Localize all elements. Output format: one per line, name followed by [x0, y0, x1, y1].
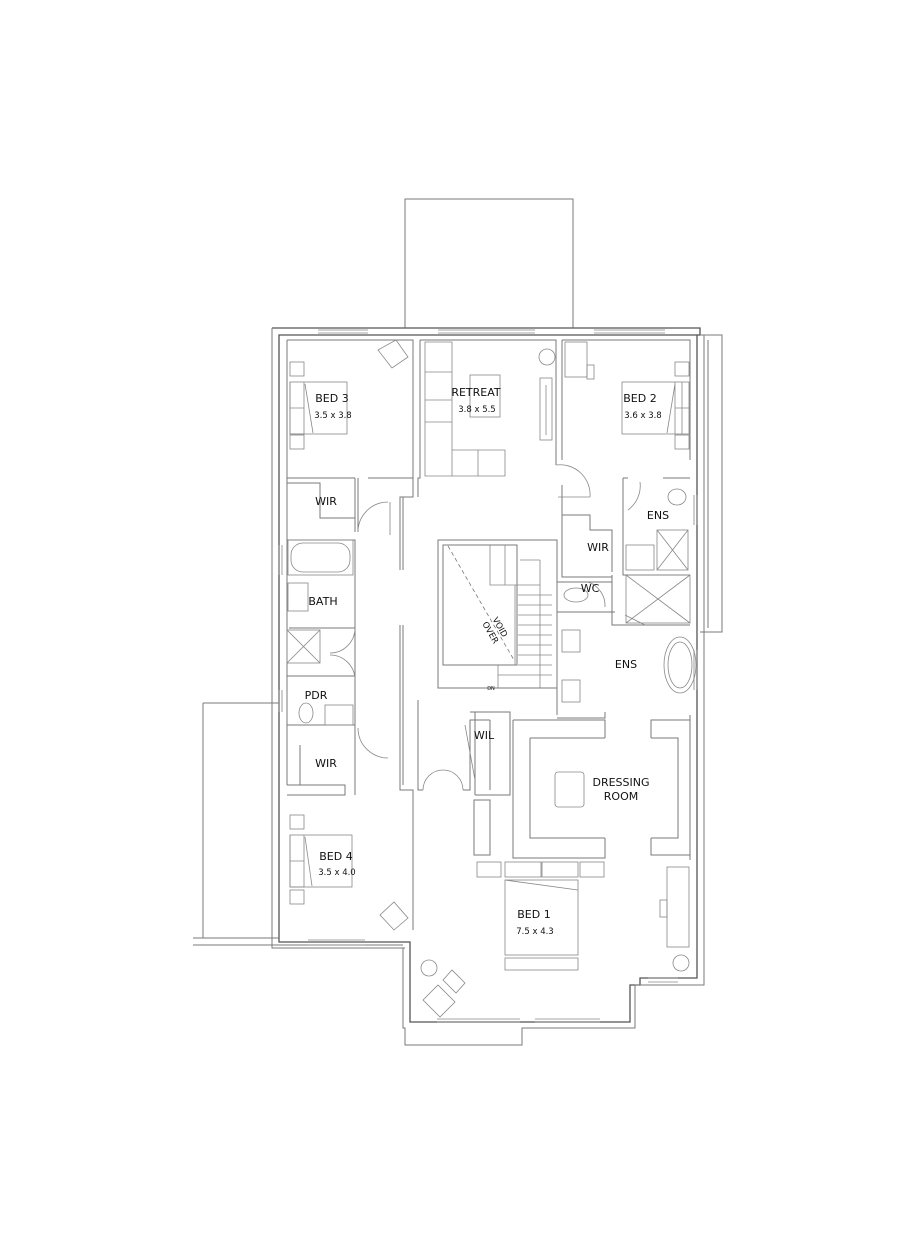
room-label-pdr: PDR: [305, 689, 328, 702]
room-label-bed2: BED 2: [623, 392, 656, 405]
room-label-wir-bed3: WIR: [315, 495, 337, 508]
bench: [473, 799, 491, 856]
room-label-ens-main: ENS: [615, 658, 637, 671]
front-porch-roof: [404, 198, 574, 329]
room-label-dressing-line1: DRESSING: [592, 776, 649, 789]
room-label-dressing-line2: ROOM: [604, 790, 638, 803]
room-size-bed2: 3.6 x 3.8: [624, 411, 661, 421]
stair-void: DN VOID OVER: [437, 539, 558, 692]
room-label-wir-bed4: WIR: [315, 757, 337, 770]
interior-walls: [286, 339, 691, 930]
room-labels: BED 3 3.5 x 3.8 RETREAT 3.8 x 5.5 BED 2 …: [305, 386, 669, 937]
room-label-wil: WIL: [474, 729, 495, 742]
room-size-bed3: 3.5 x 3.8: [314, 411, 351, 421]
room-label-bed4: BED 4: [319, 850, 352, 863]
room-size-bed4: 3.5 x 4.0: [318, 868, 355, 878]
room-label-bed3: BED 3: [315, 392, 348, 405]
room-label-ens-bed2: ENS: [647, 509, 669, 522]
doors: [329, 464, 646, 791]
stair-direction-label: DN: [487, 686, 495, 692]
exterior-walls: [193, 198, 723, 1046]
furniture: [286, 339, 697, 1018]
room-label-wc: WC: [581, 582, 600, 595]
room-size-retreat: 3.8 x 5.5: [458, 405, 495, 415]
room-size-bed1: 7.5 x 4.3: [516, 927, 553, 937]
room-label-bed1: BED 1: [517, 908, 550, 921]
room-label-retreat: RETREAT: [451, 386, 501, 399]
room-label-bath: BATH: [308, 595, 337, 608]
room-label-wir-bed2: WIR: [587, 541, 609, 554]
